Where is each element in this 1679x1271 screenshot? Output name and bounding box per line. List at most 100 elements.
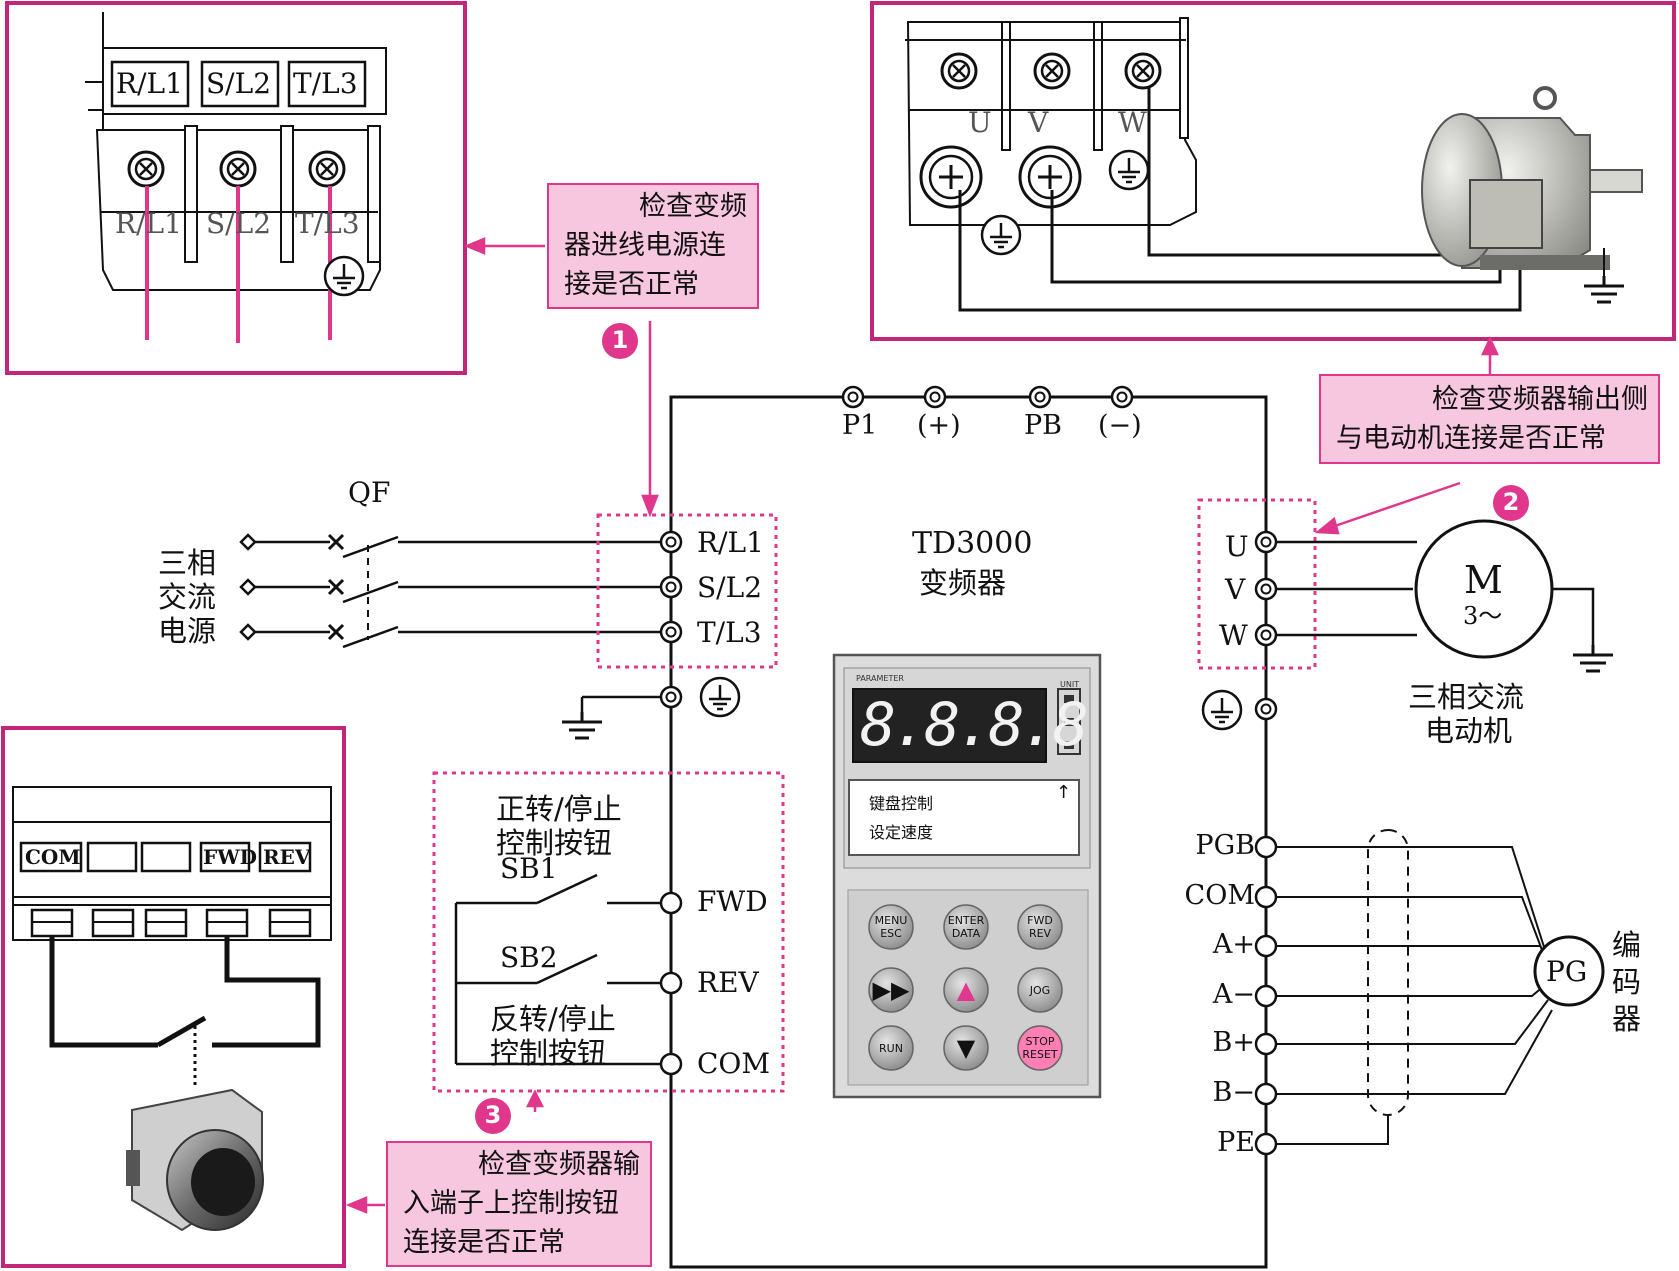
inverter-ground-icon: [560, 710, 604, 740]
callout-input-line-2: 器进线电源连: [564, 230, 726, 261]
terminal-p1: P1: [842, 410, 878, 441]
shift-key[interactable]: [868, 967, 914, 1013]
down-key[interactable]: [943, 1025, 989, 1071]
control-wiring-drawing: [49, 936, 321, 1085]
encoder-wiring: [1254, 829, 1605, 1156]
terminal-com-pg: COM: [1184, 880, 1255, 911]
input-detail-frame: [5, 1, 467, 375]
motor-ground-icon: [1571, 643, 1615, 673]
callout-input-line-1: 检查变频: [639, 191, 747, 222]
stop-reset-key[interactable]: [1017, 1025, 1063, 1071]
enter-data-key[interactable]: [943, 904, 989, 950]
shift-key-label: ▶▶: [872, 976, 910, 1004]
keypad-lcd-line-2: 设定速度: [869, 823, 934, 842]
callout-output-check: 检查变频器输出侧 与电动机连接是否正常: [1319, 374, 1660, 464]
terminal-a-plus: A+: [1212, 929, 1255, 960]
callout-control-line-2: 入端子上控制按钮: [403, 1188, 619, 1219]
output-ground-symbol-icon: [1201, 689, 1243, 731]
encoder-label-3: 器: [1612, 1002, 1642, 1036]
run-key-label: RUN: [879, 1041, 903, 1055]
output-check-region: [1197, 498, 1317, 670]
power-source-wiring: [239, 533, 662, 712]
control-detail-frame: [1, 726, 346, 1268]
marker-2-label: 2: [1502, 488, 1520, 516]
terminal-b-minus: B−: [1212, 1077, 1255, 1108]
menu-esc-key[interactable]: [868, 904, 914, 950]
output-terminal-block-drawing: [905, 17, 1197, 226]
keypad-unit-label: UNIT: [1060, 680, 1080, 689]
detail-output-w: W: [1118, 106, 1147, 139]
encoder-symbol: PG: [1546, 955, 1588, 988]
input-check-region: [596, 513, 778, 669]
fwd-button-label-2: 控制按钮: [496, 826, 613, 860]
motor-label-2: 电动机: [1425, 714, 1513, 748]
terminal-t-l3: T/L3: [697, 616, 762, 649]
terminal-s-l2: S/L2: [697, 571, 763, 604]
fwd-button-label-1: 正转/停止: [496, 792, 622, 826]
power-source-label-2: 交流: [158, 580, 217, 614]
breaker-label: QF: [348, 476, 391, 509]
terminal-v: V: [1225, 573, 1246, 606]
run-key[interactable]: [868, 1025, 914, 1071]
control-terminal-block-drawing: [12, 786, 332, 941]
up-key-label: ▲: [956, 976, 976, 1004]
jog-key[interactable]: [1017, 967, 1063, 1013]
keypad-lcd-arrow-icon: ↑: [1056, 782, 1072, 803]
terminal-u: U: [1225, 530, 1249, 563]
callout-control-line-1: 检查变频器输: [478, 1149, 640, 1180]
keypad-keys: [868, 904, 1063, 1071]
callout-arrows: [345, 237, 1499, 1214]
terminal-b-plus: B+: [1212, 1027, 1255, 1058]
output-screws: [919, 52, 1162, 256]
marker-1-label: 1: [611, 326, 629, 354]
callout-input-check: 检查变频 器进线电源连 接是否正常: [547, 183, 759, 309]
marker-1: [602, 323, 638, 359]
motor-frame-ground-icon: [1582, 274, 1626, 304]
detail-control-fwd: FWD: [203, 845, 258, 869]
terminal-minus: (−): [1098, 410, 1142, 441]
push-button-photo: [126, 1088, 264, 1232]
terminal-fwd: FWD: [697, 885, 768, 918]
power-source-label-1: 三相: [158, 546, 217, 580]
motor-illustration: [1421, 86, 1643, 278]
up-key[interactable]: [943, 967, 989, 1013]
inverter-body: [669, 395, 1268, 1269]
terminal-w: W: [1219, 619, 1248, 652]
input-screws: [127, 150, 365, 343]
terminal-pb: PB: [1024, 410, 1063, 441]
detail-input-top-s: S/L2: [206, 67, 272, 100]
motor-phase: 3～: [1463, 602, 1503, 630]
inverter-ground-symbol-icon: [699, 676, 741, 718]
keypad-parameter-label: PARAMETER: [856, 674, 904, 683]
detail-input-low-r: R/L1: [115, 207, 182, 240]
fwd-rev-key[interactable]: [1017, 904, 1063, 950]
detail-output-v: V: [1028, 106, 1049, 139]
terminal-pe: PE: [1217, 1127, 1255, 1158]
keypad-lcd-line-1: 键盘控制: [869, 794, 934, 813]
detail-control-rev: REV: [263, 845, 311, 869]
motor-symbol: M: [1464, 558, 1503, 602]
sb2-label: SB2: [500, 941, 558, 974]
inverter-model: TD3000: [912, 526, 1033, 561]
output-detail-frame: [870, 1, 1676, 341]
callout-input-line-3: 接是否正常: [564, 269, 699, 300]
detail-input-low-t: T/L3: [295, 207, 360, 240]
control-button-wiring: [454, 873, 683, 1076]
terminal-r-l1: R/L1: [697, 526, 764, 559]
callout-output-line-1: 检查变频器输出侧: [1432, 384, 1648, 415]
detail-input-low-s: S/L2: [206, 207, 272, 240]
callout-control-line-3: 连接是否正常: [403, 1227, 565, 1258]
down-key-label: ▼: [956, 1034, 976, 1062]
terminal-plus: (+): [917, 410, 961, 441]
terminal-rev: REV: [697, 966, 759, 999]
marker-3: [475, 1098, 511, 1134]
power-source-label-3: 电源: [158, 614, 217, 648]
inverter-name: 变频器: [919, 566, 1007, 600]
rev-button-label-2: 控制按钮: [490, 1036, 607, 1070]
sb1-label: SB1: [500, 852, 558, 885]
